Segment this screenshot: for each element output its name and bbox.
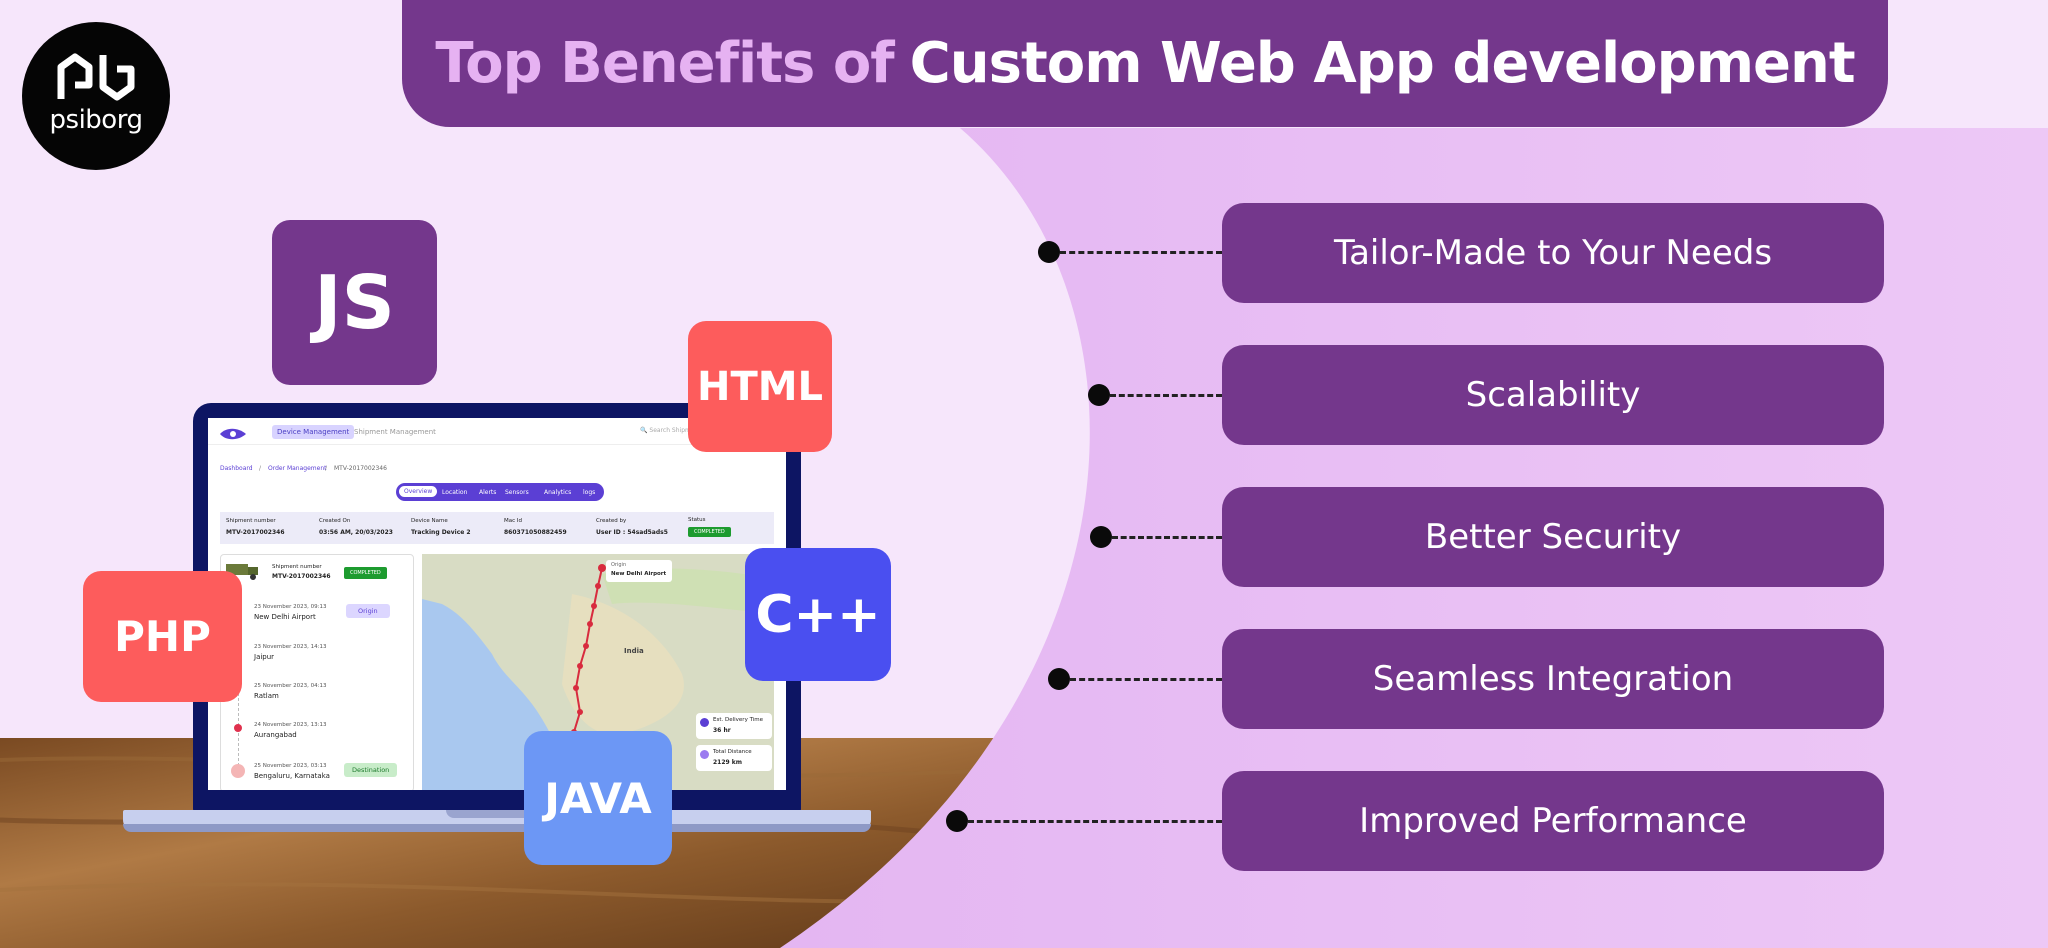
clock-icon <box>700 718 709 727</box>
info-value: 860371050882459 <box>504 529 567 536</box>
tab-alerts[interactable]: Alerts <box>479 489 497 496</box>
connector-dot <box>1090 526 1112 548</box>
stop-place: Aurangabad <box>254 731 297 739</box>
tab-bar <box>396 483 604 501</box>
logo-text: psiborg <box>49 105 143 135</box>
benefit-security: Better Security <box>1222 487 1884 587</box>
php-badge: PHP <box>83 571 242 702</box>
origin-popup <box>606 560 672 582</box>
eta-label: Est. Delivery Time <box>713 717 764 723</box>
shipment-card <box>220 554 414 790</box>
status-badge: COMPLETED <box>688 527 731 537</box>
origin-popup-place: New Delhi Airport <box>611 571 667 577</box>
connector-line <box>1070 678 1222 681</box>
js-badge: JS <box>272 220 437 385</box>
tab-location[interactable]: Location <box>442 489 468 496</box>
eta-value: 36 hr <box>713 727 731 734</box>
breadcrumb-dashboard[interactable]: Dashboard <box>220 465 253 472</box>
distance-icon <box>700 750 709 759</box>
connector-dot <box>1038 241 1060 263</box>
connector-dot <box>1088 384 1110 406</box>
stop-date: 24 November 2023, 13:13 <box>254 722 327 728</box>
map-country-label: India <box>624 647 644 655</box>
stop-date: 25 November 2023, 04:13 <box>254 683 327 689</box>
stop-date: 23 November 2023, 14:13 <box>254 644 327 650</box>
origin-tag: Origin <box>346 604 390 618</box>
info-label: Shipment number <box>226 518 276 524</box>
info-value: MTV-2017002346 <box>226 529 285 536</box>
breadcrumb-sep: / <box>325 465 328 472</box>
html-badge: HTML <box>688 321 832 452</box>
benefit-tailor-made: Tailor-Made to Your Needs <box>1222 203 1884 303</box>
nav-tab-device-management[interactable]: Device Management <box>272 425 355 439</box>
pin-icon <box>234 724 242 732</box>
distance-value: 2129 km <box>713 759 743 766</box>
java-badge: JAVA <box>524 731 672 865</box>
info-value: User ID : 54sad5ads5 <box>596 529 668 536</box>
nav-divider <box>208 444 786 445</box>
breadcrumb-order-management[interactable]: Order Management <box>268 465 327 472</box>
connector-line <box>1060 251 1222 254</box>
connector-dot <box>1048 668 1070 690</box>
nav-tab-shipment-management[interactable]: Shipment Management <box>354 428 436 436</box>
stop-place: Ratlam <box>254 692 279 700</box>
breadcrumb-sep: / <box>259 465 262 472</box>
info-value: Tracking Device 2 <box>411 529 471 536</box>
destination-tag: Destination <box>344 763 398 777</box>
info-row <box>220 512 774 544</box>
laptop-base-edge <box>123 824 871 832</box>
distance-label: Total Distance <box>713 749 752 755</box>
card-label: Shipment number <box>272 564 322 570</box>
title-part-1: Top Benefits of <box>435 31 894 96</box>
laptop-screen: Device Management Shipment Management 🔍 … <box>208 418 786 790</box>
search-input[interactable]: 🔍 Search Shipment <box>640 427 701 434</box>
logo-mark-icon <box>57 53 135 101</box>
laptop-notch <box>446 810 566 818</box>
cpp-badge: C++ <box>745 548 891 681</box>
info-label: Mac Id <box>504 518 523 524</box>
psiborg-logo: psiborg <box>22 22 170 170</box>
benefit-integration: Seamless Integration <box>1222 629 1884 729</box>
tab-analytics[interactable]: Analytics <box>544 489 572 496</box>
stop-date: 23 November 2023, 09:13 <box>254 604 327 610</box>
tab-logs[interactable]: logs <box>583 489 596 496</box>
eta-card <box>696 713 772 739</box>
info-label: Status <box>688 517 706 523</box>
origin-popup-label: Origin <box>611 562 627 568</box>
stop-date: 25 November 2023, 03:13 <box>254 763 327 769</box>
info-value: 03:56 AM, 20/03/2023 <box>319 529 393 536</box>
card-status-badge: COMPLETED <box>344 567 387 579</box>
stop-place: Jaipur <box>254 653 275 661</box>
connector-dot <box>946 810 968 832</box>
destination-pin-icon <box>231 764 245 778</box>
title-part-2: Custom Web App development <box>909 31 1856 96</box>
benefit-scalability: Scalability <box>1222 345 1884 445</box>
search-icon: 🔍 <box>640 427 648 434</box>
card-value: MTV-2017002346 <box>272 573 331 580</box>
info-label: Created by <box>596 518 627 524</box>
info-label: Device Name <box>411 518 448 524</box>
info-label: Created On <box>319 518 351 524</box>
search-placeholder: Search Shipment <box>649 427 701 434</box>
app-logo-icon <box>220 428 246 440</box>
connector-line <box>1110 394 1222 397</box>
tab-sensors[interactable]: Sensors <box>505 489 529 496</box>
stop-place: New Delhi Airport <box>254 613 316 621</box>
benefit-performance: Improved Performance <box>1222 771 1884 871</box>
tab-overview[interactable]: Overview <box>399 486 438 497</box>
connector-line <box>1112 536 1222 539</box>
breadcrumb-current: MTV-2017002346 <box>334 465 387 472</box>
page-title: Top Benefits of Custom Web App developme… <box>402 0 1888 127</box>
connector-line <box>968 820 1222 823</box>
distance-card <box>696 745 772 771</box>
stop-place: Bengaluru, Karnataka <box>254 772 330 780</box>
